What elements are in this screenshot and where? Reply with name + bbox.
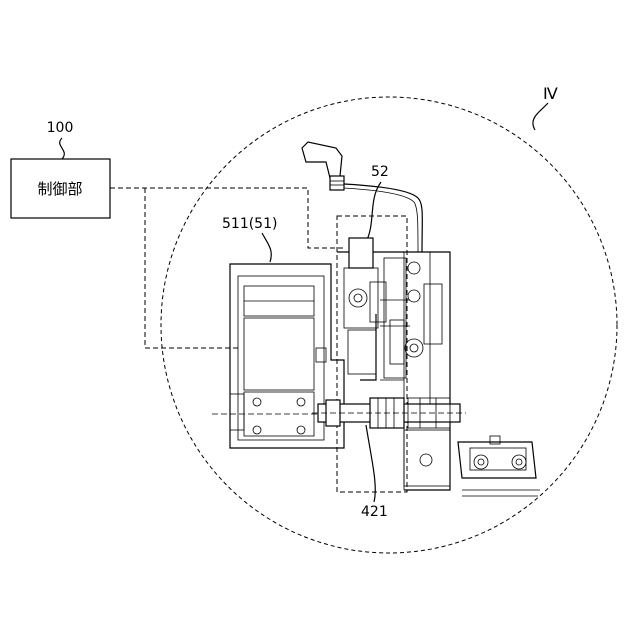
shaft-421 (312, 398, 466, 428)
controller-label: 制御部 (37, 180, 82, 198)
ref-52: 52 (371, 164, 389, 180)
view-label-leader (533, 103, 548, 130)
mounting-plate (458, 436, 540, 496)
ref-511-leader (262, 233, 271, 262)
controller-ref-leader (60, 138, 65, 159)
view-label: Ⅳ (543, 84, 558, 103)
ref-421: 421 (361, 504, 388, 520)
signal-lines (110, 188, 345, 348)
sensor-assembly-52 (344, 238, 442, 380)
ref-421-leader (366, 425, 375, 502)
controller-ref: 100 (47, 120, 74, 136)
ref-511: 511(51) (222, 216, 277, 232)
cable-connector (302, 142, 422, 252)
lower-block (404, 430, 450, 486)
